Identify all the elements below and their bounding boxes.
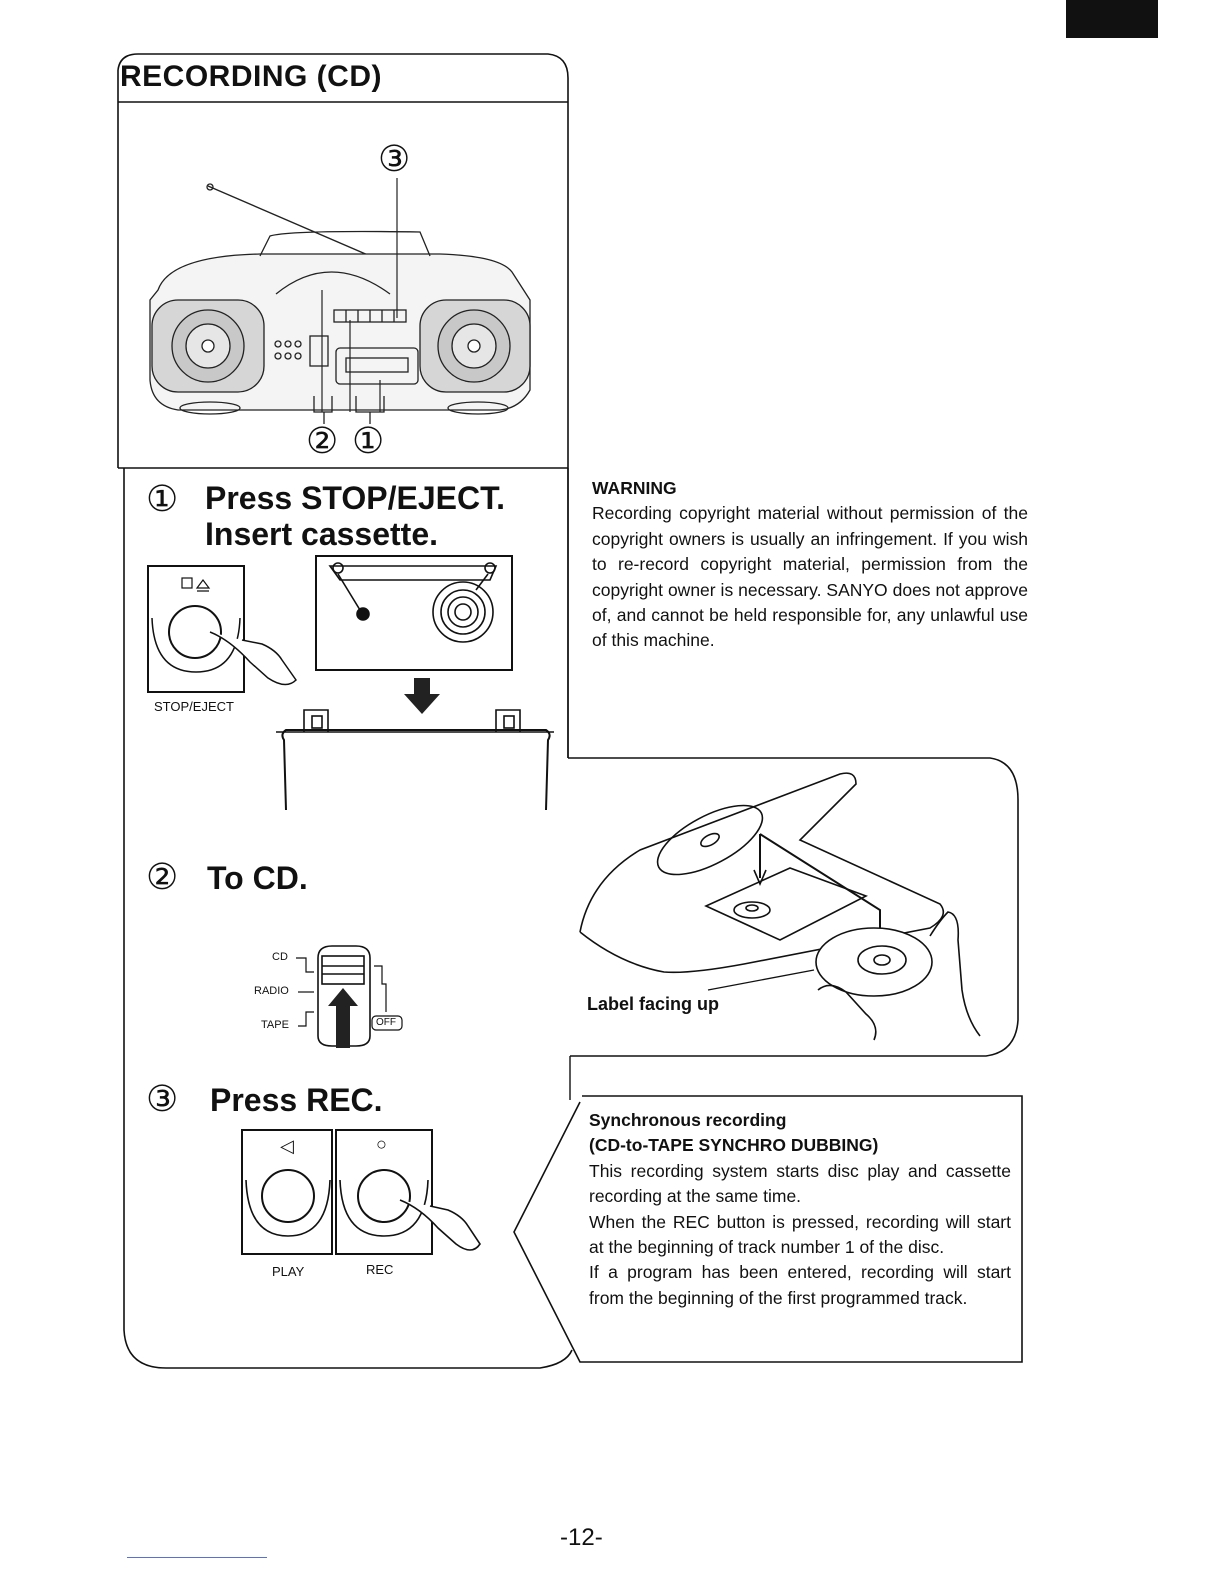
warning-text: Recording copyright material without per… (592, 503, 1028, 651)
sync-paragraph-1: This recording system starts disc play a… (589, 1160, 1011, 1207)
callout-2: ② (306, 421, 339, 462)
step-1-heading: Press STOP/EJECT. Insert cassette. (205, 480, 505, 552)
page-tab-marker (1066, 0, 1158, 38)
sync-paragraph-3: If a program has been entered, recording… (589, 1262, 1011, 1308)
cassette-illustration (315, 555, 513, 671)
rec-symbol: ○ (376, 1134, 387, 1154)
sync-heading-1: Synchronous recording (589, 1110, 787, 1130)
sync-note: Synchronous recording (CD-to-TAPE SYNCHR… (589, 1108, 1011, 1311)
step-3-number: ③ (146, 1079, 179, 1120)
sync-paragraph-2: When the REC button is pressed, recordin… (589, 1211, 1011, 1258)
warning-heading: WARNING (592, 478, 677, 498)
step-2-number: ② (146, 857, 179, 898)
step-2-heading: To CD. (207, 860, 308, 896)
switch-label-tape: TAPE (261, 1019, 289, 1031)
footer-rule (127, 1557, 267, 1558)
sync-heading-2: (CD-to-TAPE SYNCHRO DUBBING) (589, 1135, 879, 1156)
cd-loading-illustration (579, 772, 981, 1041)
switch-label-cd: CD (272, 951, 288, 963)
page-number: -12- (560, 1524, 603, 1551)
switch-arrow (328, 988, 358, 1048)
play-button-label: PLAY (272, 1264, 305, 1279)
step-1-line-2: Insert cassette. (205, 516, 439, 552)
page-title: RECORDING (CD) (120, 60, 382, 93)
callout-1: ① (352, 421, 385, 462)
rec-button-label: REC (366, 1262, 394, 1277)
cd-caption: Label facing up (587, 994, 720, 1014)
insert-arrow (404, 678, 440, 714)
stop-eject-label: STOP/EJECT (154, 699, 234, 714)
boombox-illustration (149, 178, 531, 424)
step-1-line-1: Press STOP/EJECT. (205, 480, 505, 516)
step-1-number: ① (146, 479, 179, 520)
switch-label-radio: RADIO (254, 985, 289, 997)
cassette-deck-illustration (276, 709, 554, 811)
stop-eject-button-illustration (147, 565, 297, 693)
play-rec-buttons-illustration (241, 1129, 481, 1255)
switch-label-off: OFF (376, 1017, 396, 1028)
callout-3: ③ (378, 139, 411, 180)
play-symbol: ◁ (280, 1136, 294, 1156)
step-3-heading: Press REC. (210, 1082, 383, 1118)
warning-block: WARNING Recording copyright material wit… (592, 476, 1028, 654)
